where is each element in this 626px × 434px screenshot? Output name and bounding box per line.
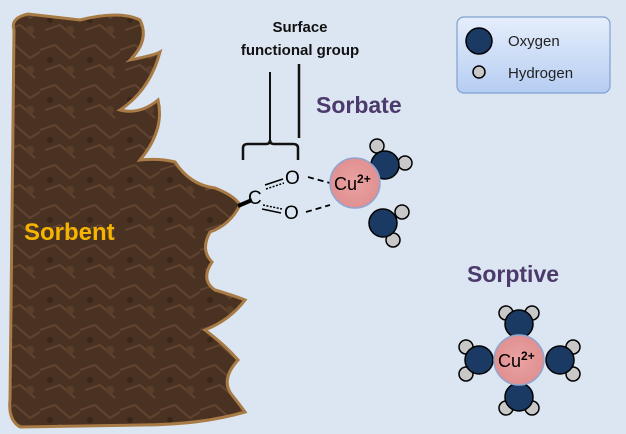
sorbent-label: Sorbent	[24, 219, 115, 246]
legend-oxygen-label: Oxygen	[508, 33, 560, 50]
oxygen-atom-top: O	[285, 168, 300, 189]
carbon-atom: C	[248, 188, 262, 209]
sorptive-title: Sorptive	[467, 261, 559, 287]
copper-ion-free	[493, 334, 545, 386]
sorptive-complex	[458, 305, 581, 416]
oxygen-legend-icon	[465, 27, 493, 55]
hydrogen-legend-icon	[472, 65, 486, 79]
oxygen-atom-bottom: O	[284, 203, 299, 224]
copper-ion	[329, 157, 381, 209]
sorbate-complex: Cu2+	[329, 138, 413, 248]
legend-hydrogen-label: Hydrogen	[508, 65, 573, 82]
svg-text:Cu2+: Cu2+	[334, 172, 371, 194]
sorbate-title: Sorbate	[316, 92, 402, 118]
surface-label-line2: functional group	[241, 42, 359, 59]
legend: Oxygen Hydrogen	[456, 16, 611, 94]
svg-text:Cu2+: Cu2+	[498, 349, 535, 371]
surface-label-line1: Surface	[272, 19, 327, 36]
